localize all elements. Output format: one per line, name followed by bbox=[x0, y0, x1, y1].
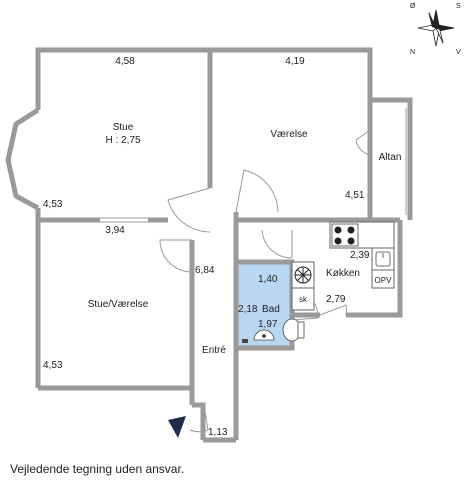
dim-bad-width: 2,18 bbox=[238, 304, 258, 315]
dim-koekken-top: 2,39 bbox=[350, 250, 370, 261]
tap-icon bbox=[242, 339, 248, 343]
dim-koekken-bottom: 2,79 bbox=[326, 294, 346, 305]
dim-bad-top: 1,40 bbox=[258, 274, 278, 285]
room-label-vaerelse: Værelse bbox=[270, 129, 308, 140]
compass-label-o: Ø bbox=[410, 3, 416, 10]
dim-hall: 6,84 bbox=[195, 265, 215, 276]
room-label-stue: Stue bbox=[113, 122, 134, 133]
room-label-koekken: Køkken bbox=[326, 268, 360, 279]
room-label-entre: Entré bbox=[202, 345, 226, 356]
toilet-icon bbox=[282, 318, 305, 342]
room-label-stue-vaerelse: Stue/Værelse bbox=[88, 299, 149, 310]
door-swings bbox=[159, 129, 371, 433]
compass-label-s: S bbox=[456, 3, 461, 10]
dim-stue-top: 4,58 bbox=[115, 56, 135, 67]
room-label-bad: Bad bbox=[262, 304, 280, 315]
walls bbox=[5, 47, 413, 443]
dim-stue-left: 4,53 bbox=[43, 199, 63, 210]
disclaimer-text: Vejledende tegning uden ansvar. bbox=[10, 462, 185, 476]
dim-bad-bottom: 1,97 bbox=[258, 319, 278, 330]
dim-vaerelse-side: 4,51 bbox=[345, 190, 365, 201]
room-height-stue: H : 2,75 bbox=[105, 135, 140, 146]
kitchen-sink-icon bbox=[375, 251, 391, 267]
floor-plan: Ø S N V Stue H : 2,75 Værelse Altan Stue… bbox=[5, 3, 461, 443]
dim-stue-vaerelse-side: 4,53 bbox=[43, 360, 63, 371]
window-lines bbox=[35, 108, 407, 380]
fixture-label-opvask: OPV bbox=[375, 276, 393, 285]
bath-sink-icon bbox=[253, 329, 275, 341]
dim-entry: 1,13 bbox=[208, 427, 228, 438]
room-label-altan: Altan bbox=[379, 152, 402, 163]
compass-label-n: N bbox=[410, 49, 415, 56]
entry-arrow-icon bbox=[168, 416, 186, 438]
fixture-label-skab: sk bbox=[299, 295, 308, 304]
stove-icon bbox=[331, 223, 359, 247]
fan-icon bbox=[294, 266, 312, 284]
dim-stue-vaerelse-top: 3,94 bbox=[105, 225, 125, 236]
compass-icon: Ø S N V bbox=[410, 3, 461, 56]
dim-vaerelse-top: 4,19 bbox=[285, 56, 305, 67]
compass-label-v: V bbox=[456, 49, 461, 56]
